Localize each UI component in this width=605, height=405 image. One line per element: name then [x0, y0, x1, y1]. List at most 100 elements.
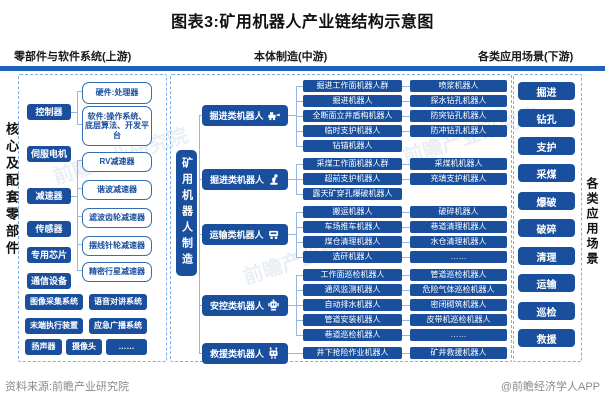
- robot-box: 防冲钻孔机器人: [410, 125, 507, 137]
- connector-line: [288, 305, 296, 306]
- connector-line: [402, 86, 410, 87]
- robot-box: 采煤机机器人: [410, 158, 507, 170]
- robot-box: 通风监测机器人: [303, 284, 402, 296]
- scene-box: 运输: [518, 274, 575, 292]
- robot-box: 管道巡检机器人: [410, 269, 507, 281]
- category-label: 掘进类机器人: [209, 175, 264, 185]
- robot-box: 工作面巡检机器人: [303, 269, 402, 281]
- connector-line: [402, 335, 410, 336]
- category-tunneling-1: 掘进类机器人: [202, 105, 288, 126]
- connector-line: [296, 131, 303, 132]
- robot-box: 自动排水机器人: [303, 299, 402, 311]
- robot-box: 喷浆机器人: [410, 80, 507, 92]
- category-tunneling-2: 掘进类机器人: [202, 169, 288, 190]
- category-transport: 运输类机器人: [202, 224, 288, 245]
- connector-line: [288, 234, 296, 235]
- midstream-panel: [170, 74, 512, 362]
- header-upstream: 零部件与软件系统(上游): [14, 51, 132, 63]
- robot-box: 超前支护机器人: [303, 173, 402, 185]
- connector-line: [402, 212, 410, 213]
- detail-rv-reducer: RV减速器: [82, 152, 152, 172]
- robot-box: 掘进机器人: [303, 95, 402, 107]
- connector-line: [77, 160, 78, 270]
- upstream-side-label: 核心及配套零部件: [4, 122, 19, 258]
- connector-line: [402, 131, 410, 132]
- category-label: 掘进类机器人: [209, 111, 264, 121]
- scene-box: 救援: [518, 329, 575, 347]
- connector-line: [288, 179, 296, 180]
- connector-line: [77, 244, 82, 245]
- scene-box: 采煤: [518, 164, 575, 182]
- connector-line: [296, 257, 303, 258]
- connector-line: [402, 257, 410, 258]
- connector-line: [296, 335, 303, 336]
- connector-line: [402, 305, 410, 306]
- component-servo-motor: 伺服电机: [27, 146, 71, 162]
- header-midstream: 本体制造(中游): [254, 51, 328, 63]
- downstream-side-label: 各类应用场景: [585, 177, 599, 267]
- scene-box: 爆破: [518, 192, 575, 210]
- source-note: 资料来源:前瞻产业研究院: [5, 381, 130, 393]
- connector-line: [77, 188, 82, 189]
- category-label: 运输类机器人: [209, 230, 264, 240]
- robot-box: 密闭砌筑机器人: [410, 299, 507, 311]
- robot-box: ……: [410, 329, 507, 341]
- connector-line: [296, 212, 297, 258]
- connector-line: [296, 290, 303, 291]
- detail-planetary-reducer: 精密行星减速器: [82, 262, 152, 282]
- drill-truck-icon: [267, 109, 281, 122]
- connector-line: [199, 234, 202, 235]
- connector-line: [402, 320, 410, 321]
- divider-bar: [0, 66, 605, 71]
- scene-box: 清理: [518, 247, 575, 265]
- robot-box: 充填支护机器人: [410, 173, 507, 185]
- component-voice-intercom: 语音对讲系统: [89, 294, 147, 310]
- component-sensor: 传感器: [27, 221, 71, 237]
- component-comm-device: 通信设备: [27, 273, 71, 289]
- transport-cart-icon: [267, 228, 281, 241]
- connector-line: [77, 160, 82, 161]
- connector-line: [402, 101, 410, 102]
- robot-box: 探水钻孔机器人: [410, 95, 507, 107]
- connector-line: [296, 146, 303, 147]
- connector-line: [77, 124, 82, 125]
- connector-line: [77, 91, 82, 92]
- connector-line: [296, 164, 303, 165]
- connector-line: [288, 115, 296, 116]
- robot-box: 选矸机器人: [303, 251, 402, 263]
- robot-box: 全断面立井盾构机器人: [303, 110, 402, 122]
- robot-box: 露天矿穿孔爆破机器人: [303, 188, 402, 200]
- component-chip: 专用芯片: [27, 247, 71, 263]
- connector-line: [402, 275, 410, 276]
- robot-box: 矿井救援机器人: [410, 347, 507, 359]
- component-image-capture: 图像采集系统: [25, 294, 83, 310]
- connector-line: [296, 320, 303, 321]
- robot-box: 巷道清理机器人: [410, 221, 507, 233]
- component-reducer: 减速器: [27, 188, 71, 204]
- connector-line: [288, 353, 303, 354]
- header-downstream: 各类应用场景(下游): [478, 51, 574, 63]
- connector-line: [296, 179, 303, 180]
- robot-box: 煤仓清理机器人: [303, 236, 402, 248]
- security-robot-icon: [267, 299, 280, 312]
- robot-box: 采煤工作面机器人群: [303, 158, 402, 170]
- connector-line: [402, 179, 410, 180]
- robot-box: 皮带机巡检机器人: [410, 314, 507, 326]
- robot-box: 防突钻孔机器人: [410, 110, 507, 122]
- credit-note: @前瞻经济学人APP: [500, 381, 600, 393]
- connector-line: [402, 116, 410, 117]
- connector-line: [71, 112, 77, 113]
- diagram-title: 图表3:矿用机器人产业链结构示意图: [171, 14, 434, 31]
- detail-hardware: 硬件:处理器: [82, 82, 152, 104]
- connector-line: [296, 194, 303, 195]
- component-emergency-broadcast: 应急广播系统: [89, 318, 147, 334]
- category-label: 救援类机器人: [209, 349, 264, 359]
- scene-box: 支护: [518, 137, 575, 155]
- detail-harmonic-reducer: 谐波减速器: [82, 180, 152, 200]
- robot-box: 巷道巡检机器人: [303, 329, 402, 341]
- robot-box: 搬运机器人: [303, 206, 402, 218]
- robot-box: ……: [410, 251, 507, 263]
- connector-line: [296, 212, 303, 213]
- robot-box: 井下抢险作业机器人: [303, 347, 402, 359]
- component-ellipsis: ……: [106, 339, 147, 355]
